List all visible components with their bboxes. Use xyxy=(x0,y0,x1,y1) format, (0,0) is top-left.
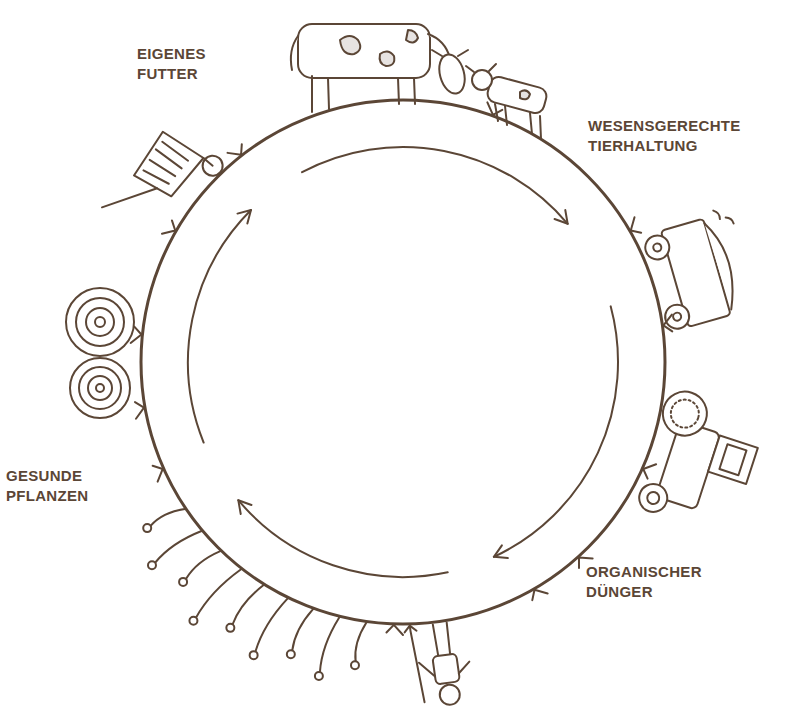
plant-leaf xyxy=(351,661,359,669)
grass-tuft xyxy=(643,464,656,478)
grass-tuft xyxy=(135,402,144,419)
grass-tuft xyxy=(153,466,163,482)
plant-stem xyxy=(186,551,220,579)
grass-tuft xyxy=(663,315,672,332)
grass-tuft xyxy=(131,327,142,343)
plant-leaf xyxy=(250,651,258,659)
cycle-label: GESUNDE PFLANZEN xyxy=(6,466,121,505)
plant-leaf xyxy=(143,524,151,532)
arrow-head xyxy=(494,545,508,558)
grass-tuft xyxy=(386,625,403,635)
trailer-drawing xyxy=(640,206,757,332)
plant-leaf xyxy=(189,617,197,625)
plant-stem xyxy=(255,598,287,651)
plant-stem xyxy=(233,585,264,624)
calf-drawing xyxy=(466,64,548,139)
grass-drawing xyxy=(131,102,673,635)
cycle-label: WESENSGERECHTE TIERHALTUNG xyxy=(588,116,768,155)
plant-leaf xyxy=(148,561,156,569)
plant-stem xyxy=(320,617,339,672)
grass-tuft xyxy=(532,590,547,600)
cycle-arrows xyxy=(188,147,618,577)
tractor-drawing xyxy=(632,386,768,537)
cycle-arrow xyxy=(494,306,618,557)
plant-leaf xyxy=(179,578,187,586)
cycle-arrow xyxy=(188,210,251,443)
arrow-head xyxy=(555,210,568,224)
hay-bales-drawing xyxy=(66,288,134,418)
cycle-arrow xyxy=(302,147,568,224)
cycle-arrow xyxy=(238,500,447,577)
plant-leaf xyxy=(226,624,234,632)
grass-tuft xyxy=(228,144,242,155)
wheelbarrow-drawing xyxy=(100,119,226,251)
cycle-label: EIGENES FUTTER xyxy=(137,44,237,83)
plant-leaf xyxy=(315,672,323,680)
cycle-circle xyxy=(141,100,665,624)
plant-leaf xyxy=(287,650,295,658)
plant-stem xyxy=(292,609,313,650)
plant-stem xyxy=(196,569,241,617)
arrow-head xyxy=(237,210,251,224)
cycle-label: ORGANISCHER DÜNGER xyxy=(586,562,736,601)
plants-drawing xyxy=(143,509,366,680)
farmer-drawing xyxy=(404,618,475,710)
grass-tuft xyxy=(487,102,502,114)
grass-tuft xyxy=(162,220,175,233)
arrow-head xyxy=(238,500,251,514)
plant-stem xyxy=(155,531,201,563)
cow-drawing xyxy=(291,24,469,112)
grass-tuft xyxy=(631,217,641,232)
plant-stem xyxy=(151,509,185,526)
plant-stem xyxy=(355,622,366,661)
